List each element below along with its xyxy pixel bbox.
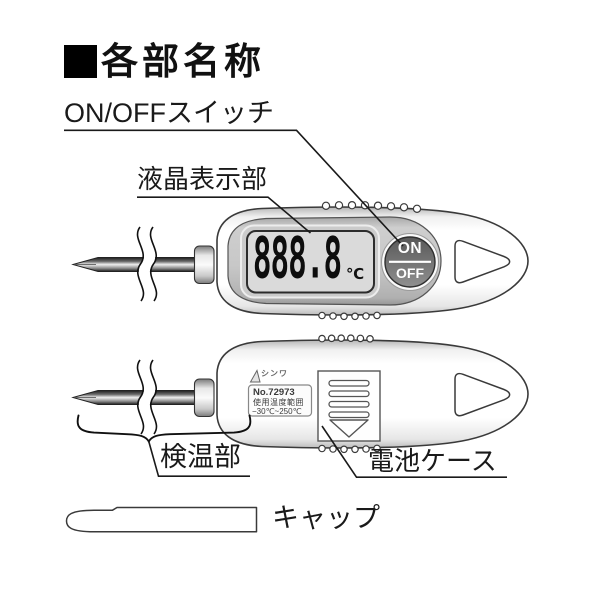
leader-lines [64,129,507,478]
lcd-value: 888.8 [252,224,342,292]
callout-cap: キャップ [272,503,380,533]
leader-temp-probe [148,441,250,477]
power-button-off-text: OFF [396,265,424,281]
hang-hole-front [454,239,511,284]
break-mark [136,226,145,302]
brand-logo-text: シンワ [261,369,288,378]
spec-label-plate [247,384,313,417]
callout-temp-probe: 検温部 [160,442,241,472]
model-number: No.72973 [253,387,295,398]
grip-bumps-back [318,334,381,454]
power-button-on-text: ON [397,240,423,257]
page-title: 各部名称 [64,43,265,80]
temp-range-value: −30℃~250℃ [252,407,302,416]
leader-battery-case [321,425,507,478]
probe-back [71,356,215,438]
callout-lcd-display: 液晶表示部 [137,164,268,194]
title-square-marker [64,45,97,78]
break-mark [149,226,158,302]
leader-onoff-switch [64,129,404,247]
battery-cover [317,370,381,442]
lcd-unit: ℃ [346,266,365,283]
lcd-panel [246,230,375,294]
callout-onoff-switch: ON/OFFスイッチ [64,98,274,128]
page-title-text: 各部名称 [101,41,265,82]
cap-illustration [65,506,258,533]
power-button [381,233,439,291]
probe-collar [193,245,215,285]
brand-logo-mark [249,369,261,383]
probe-front [71,223,215,305]
temp-range-label: 使用温度範囲 [253,398,304,407]
leader-lcd-display [137,196,312,234]
hang-hole-back [454,372,511,417]
battery-vents [328,379,370,419]
callout-battery-case: 電池ケース [368,446,497,476]
battery-arrow-icon [329,419,369,438]
